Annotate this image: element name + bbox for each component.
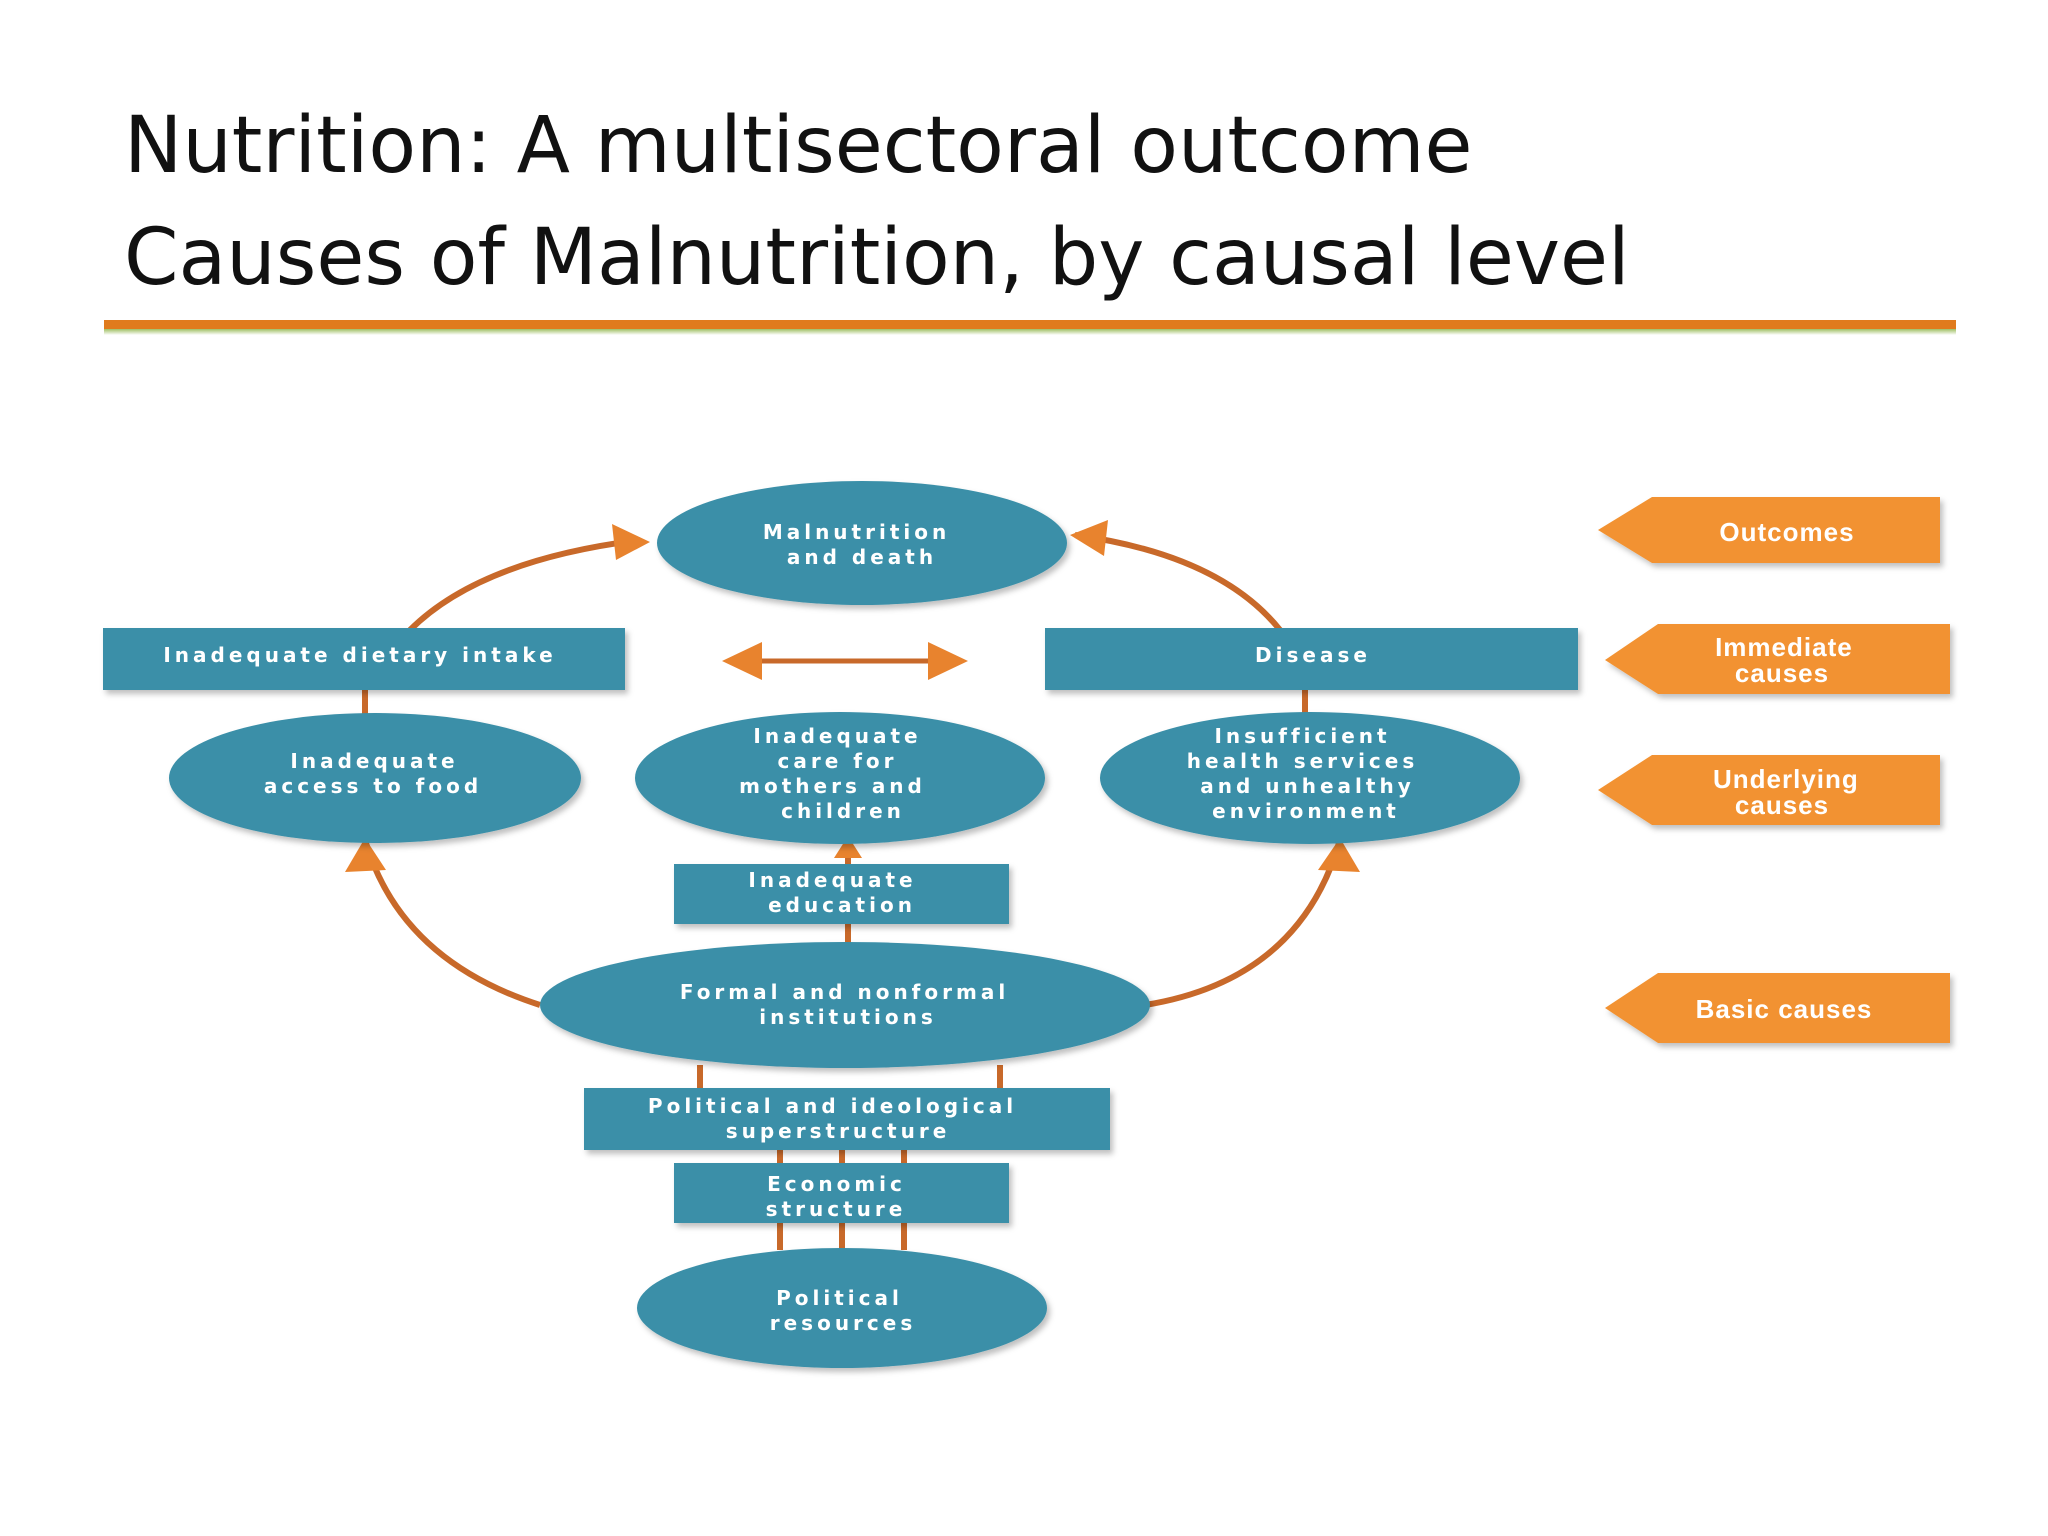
double-arrow-left-head (722, 642, 762, 680)
label-underlying: Underlying causes (1713, 764, 1867, 820)
title-divider (104, 320, 1956, 329)
label-access-food: Inadequate access to food (264, 749, 482, 798)
label-education: Inadequate education (748, 868, 927, 917)
node-economic (674, 1163, 1009, 1223)
level-tag-labels: Outcomes Immediate causes Underlying cau… (1696, 517, 1873, 1024)
label-basic: Basic causes (1696, 994, 1873, 1024)
tag-immediate (1605, 624, 1950, 694)
node-access-food (169, 713, 581, 843)
tag-underlying (1598, 755, 1940, 825)
double-arrow-right-head (928, 642, 968, 680)
label-disease: Disease (1255, 643, 1371, 667)
label-outcomes: Outcomes (1719, 517, 1854, 547)
arrowhead-to-malnutrition-left (612, 524, 650, 560)
arrowhead-to-health (1318, 838, 1360, 872)
arc-institutions-to-access (362, 839, 541, 1008)
label-malnutrition: Malnutrition and death (763, 520, 961, 569)
node-dietary-intake (103, 628, 625, 690)
level-tags (1598, 497, 1950, 1043)
label-superstructure: Political and ideological superstructure (648, 1094, 1028, 1143)
label-immediate: Immediate causes (1715, 632, 1861, 688)
arc-disease-to-malnutrition (1074, 532, 1283, 632)
arc-dietary-to-malnutrition (407, 537, 641, 633)
node-resources (637, 1248, 1047, 1368)
label-resources: Political resources (770, 1286, 917, 1335)
node-institutions (540, 942, 1150, 1068)
title-line-2: Causes of Malnutrition, by causal level (124, 213, 1630, 303)
arrowhead-to-care (834, 836, 862, 858)
node-education (674, 864, 1009, 924)
arrowheads (345, 520, 1360, 872)
nodes (103, 481, 1578, 1368)
title-line-1: Nutrition: A multisectoral outcome (124, 101, 1473, 191)
node-disease (1045, 628, 1578, 690)
node-health-services (1100, 712, 1520, 844)
node-superstructure (584, 1088, 1110, 1150)
arrowhead-to-malnutrition-right (1070, 520, 1108, 556)
label-institutions: Formal and nonformal institutions (680, 980, 1020, 1029)
label-care: Inadequate care for mothers and children (739, 724, 937, 823)
node-labels: Malnutrition and death Inadequate dietar… (163, 520, 1429, 1335)
slide-title: Nutrition: A multisectoral outcome Cause… (124, 90, 1630, 314)
label-dietary-intake: Inadequate dietary intake (163, 643, 556, 667)
node-care (635, 712, 1045, 844)
label-economic: Economic structure (766, 1172, 917, 1221)
arrowhead-to-access (345, 838, 386, 872)
tag-outcomes (1598, 497, 1940, 563)
node-malnutrition (657, 481, 1067, 605)
tag-basic (1605, 973, 1950, 1043)
title-divider-shadow (104, 329, 1956, 335)
arc-institutions-to-health (1144, 839, 1343, 1008)
label-health-services: Insufficient health services and unhealt… (1187, 724, 1429, 823)
